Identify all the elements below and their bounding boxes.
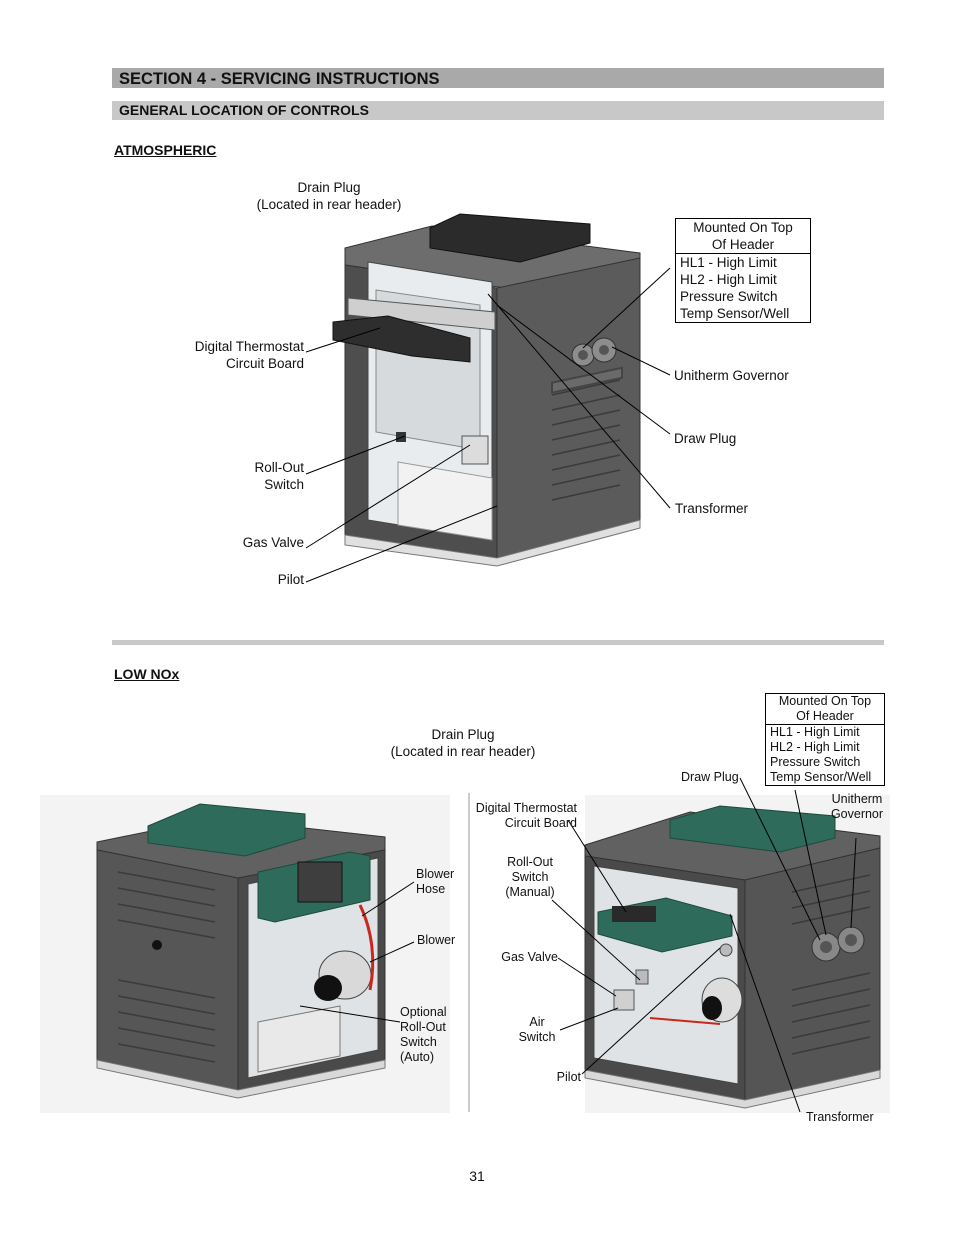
lownox-header-box-title: Mounted On Top Of Header: [766, 694, 884, 725]
atmospheric-heater-illustration: [332, 213, 641, 567]
lownox-drain-plug-label: Drain Plug (Located in rear header): [390, 727, 536, 759]
lownox-gas-valve-label: Gas Valve: [501, 950, 558, 964]
page-number: 31: [469, 1168, 485, 1184]
atm-header-box-title: Mounted On Top Of Header: [676, 219, 810, 254]
lownox-draw-plug-label: Draw Plug: [681, 770, 739, 784]
lownox-blower-hose-label: Blower Hose: [416, 867, 455, 896]
atm-unitherm-label: Unitherm Governor: [674, 368, 789, 383]
lownox-box-item: Pressure Switch: [770, 755, 861, 769]
section-bar: [112, 68, 884, 88]
atm-box-item: Temp Sensor/Well: [680, 306, 790, 321]
atm-drain-plug-label: Drain Plug (Located in rear header): [256, 180, 402, 212]
lownox-heater-right-illustration: [584, 795, 890, 1113]
section-title: SECTION 4 - SERVICING INSTRUCTIONS: [119, 70, 440, 88]
lownox-air-switch-label: Air Switch: [518, 1015, 556, 1044]
atm-gas-valve-label: Gas Valve: [242, 535, 304, 550]
lownox-box-item: HL1 - High Limit: [770, 725, 860, 739]
lownox-right-leader-lines: [551, 777, 857, 1113]
section-separator: [112, 640, 884, 645]
atm-transformer-label: Transformer: [675, 501, 749, 516]
lownox-heading: LOW NOx: [114, 666, 180, 682]
lownox-roll-out-manual-label: Roll-Out Switch (Manual): [505, 855, 555, 899]
lownox-heater-left-illustration: [40, 795, 450, 1113]
atm-pilot-label: Pilot: [277, 572, 304, 587]
atm-draw-plug-label: Draw Plug: [674, 431, 737, 446]
lownox-unitherm-label: Unitherm Governor: [830, 792, 884, 821]
atm-digital-thermostat-label: Digital Thermostat Circuit Board: [194, 339, 304, 371]
subsection-bar: [112, 101, 884, 120]
atm-box-item: HL2 - High Limit: [680, 272, 777, 287]
lownox-blower-label: Blower: [417, 933, 456, 947]
lownox-optional-rollout-label: Optional Roll-Out Switch (Auto): [400, 1005, 447, 1064]
atmospheric-leader-lines: [305, 267, 671, 583]
lownox-digital-thermostat-label: Digital Thermostat Circuit Board: [475, 801, 577, 830]
atm-box-item: HL1 - High Limit: [680, 255, 777, 270]
lownox-left-leader-lines: [299, 881, 415, 1023]
atmospheric-heading: ATMOSPHERIC: [114, 142, 217, 158]
lownox-header-box: Mounted On Top Of Header HL1 - High Limi…: [765, 693, 885, 786]
atm-box-item: Pressure Switch: [680, 289, 778, 304]
subsection-title: GENERAL LOCATION OF CONTROLS: [119, 102, 369, 118]
lownox-box-item: HL2 - High Limit: [770, 740, 860, 754]
lownox-box-item: Temp Sensor/Well: [770, 770, 872, 784]
lownox-transformer-label: Transformer: [806, 1110, 874, 1124]
atm-header-box: Mounted On Top Of Header HL1 - High Limi…: [675, 218, 811, 323]
lownox-pilot-label: Pilot: [556, 1070, 581, 1084]
atm-roll-out-label: Roll-Out Switch: [254, 460, 304, 492]
